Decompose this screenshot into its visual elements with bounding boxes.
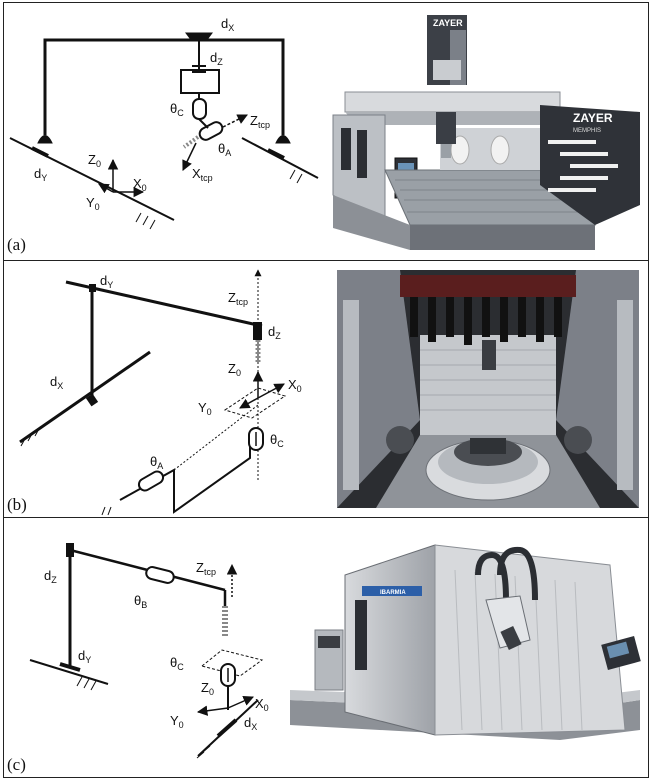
label-c-dx: dX <box>244 715 257 732</box>
label-b-dz: dZ <box>268 324 281 341</box>
label-a-y0: Y0 <box>86 195 100 212</box>
label-a-dz: dZ <box>210 50 223 67</box>
panel-c-axes <box>196 563 254 716</box>
photo-c-machine: IBARMIA <box>290 544 641 740</box>
label-a-dy: dY <box>34 166 47 183</box>
label-a-thetaA: θA <box>218 141 231 158</box>
label-c-dz: dZ <box>44 568 57 585</box>
photo-c-brand: IBARMIA <box>380 590 406 596</box>
label-b-x0: X0 <box>288 377 302 394</box>
photo-a-brand-top: ZAYER <box>433 18 463 28</box>
panel-c-diagram <box>29 543 264 759</box>
panel-c-label: (c) <box>7 755 26 774</box>
photo-a-brand-side: ZAYER <box>573 111 613 125</box>
label-b-y0: Y0 <box>198 400 212 417</box>
panel-b-label: (b) <box>7 495 27 514</box>
label-a-thetaC: θC <box>170 101 184 118</box>
label-c-thetaC: θC <box>170 655 184 672</box>
label-b-z0: Z0 <box>228 361 241 378</box>
label-a-z0: Z0 <box>88 152 101 169</box>
label-b-dy: dY <box>100 273 113 290</box>
panel-a-diagram <box>9 32 319 230</box>
photo-a-machine: ZAYER ZAYER MEMPHIS <box>332 15 640 250</box>
label-c-dy: dY <box>78 648 91 665</box>
label-c-ztcp: Ztcp <box>196 560 216 577</box>
label-a-xtcp: Xtcp <box>192 166 213 183</box>
panel-a-label: (a) <box>7 235 26 254</box>
label-a-dx: dX <box>221 16 234 33</box>
label-b-thetaC: θC <box>270 432 284 449</box>
photo-b-interior <box>337 270 639 508</box>
label-b-ztcp: Ztcp <box>228 290 248 307</box>
label-b-dx: dX <box>50 374 63 391</box>
label-c-z0: Z0 <box>201 680 214 697</box>
label-a-x0: X0 <box>133 176 147 193</box>
label-c-x0: X0 <box>255 696 269 713</box>
label-a-ztcp: Ztcp <box>250 113 270 130</box>
panel-c-border <box>3 517 649 778</box>
label-b-thetaA: θA <box>150 454 163 471</box>
photo-a-model: MEMPHIS <box>573 128 601 134</box>
panel-a-axes <box>98 114 248 198</box>
label-c-thetaB: θB <box>134 593 147 610</box>
label-c-y0: Y0 <box>170 713 184 730</box>
panel-b-axes <box>239 370 285 409</box>
